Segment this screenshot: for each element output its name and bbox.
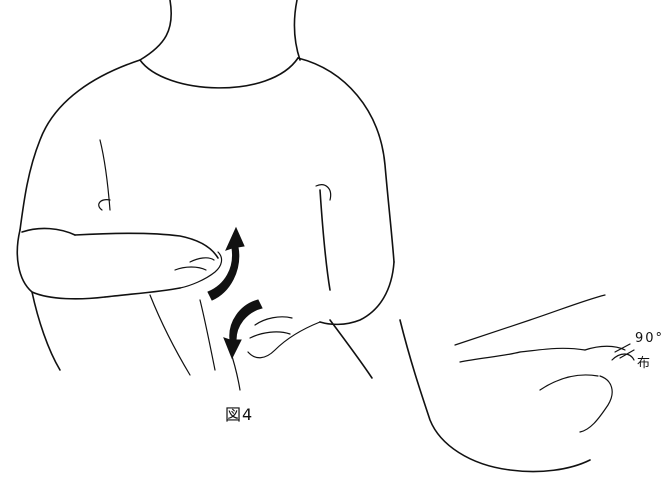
person-figure — [17, 0, 394, 390]
arrow-up-icon — [208, 228, 244, 300]
rotation-arrows — [208, 228, 262, 358]
cloth-annotation: 布 — [637, 352, 650, 371]
angle-annotation: 90° — [635, 331, 664, 346]
figure-caption: 図4 — [225, 401, 253, 425]
inset-hand-illustration — [400, 295, 634, 472]
arrow-down-icon — [224, 300, 262, 358]
